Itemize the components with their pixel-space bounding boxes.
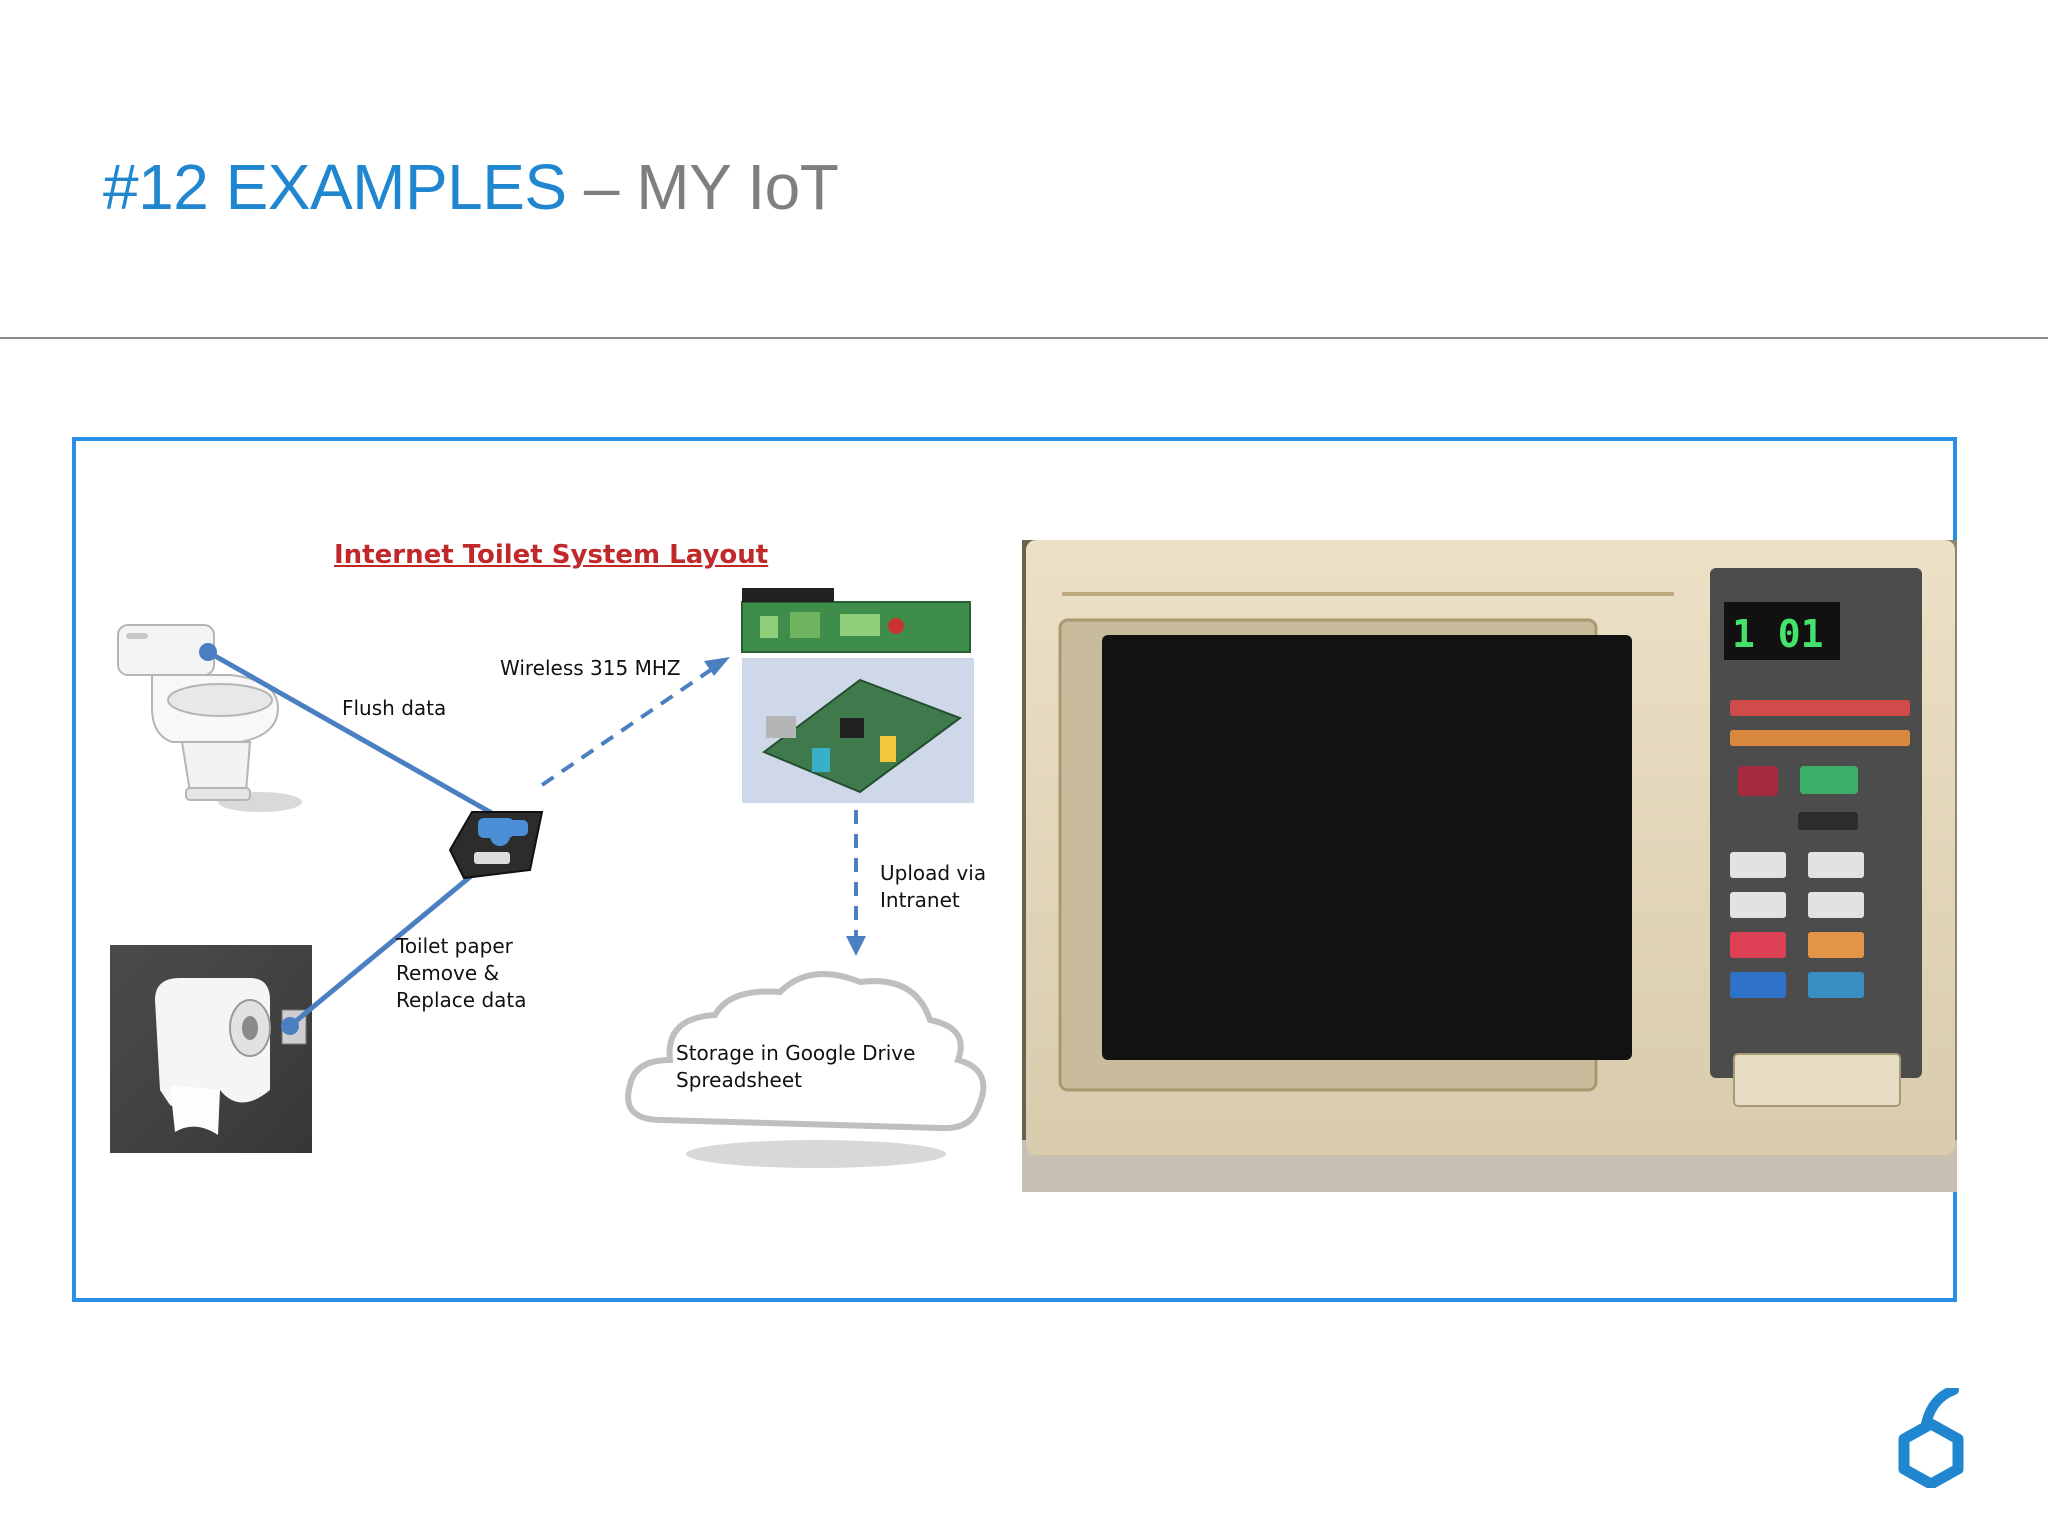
cloud-icon	[625, 971, 987, 1168]
sensor-device-icon	[448, 811, 544, 880]
microwave-keypad	[1730, 700, 1910, 998]
wireless-link-line	[540, 663, 720, 787]
upload-label: Upload via Intranet	[880, 861, 987, 912]
toilet-system-diagram: Internet Toilet System Layout Flush data…	[100, 530, 1020, 1170]
title-divider	[0, 337, 2048, 339]
slide-title-rest: – MY IoT	[566, 151, 839, 223]
microwave-photo: 1 01	[1022, 540, 1957, 1192]
toilet-paper-label: Toilet paper Remove & Replace data	[396, 934, 527, 1012]
diagram-title: Internet Toilet System Layout	[334, 540, 769, 570]
flush-data-label: Flush data	[342, 696, 447, 720]
flush-link-line	[206, 649, 506, 823]
paper-link-line	[288, 860, 490, 1028]
toilet-paper-icon	[110, 945, 312, 1153]
storage-label: Storage in Google Drive Spreadsheet	[676, 1041, 916, 1092]
microwave-display: 1 01	[1732, 612, 1824, 656]
circuit-board-icon	[741, 588, 974, 803]
brand-logo-icon	[1898, 1388, 1964, 1488]
slide-title-accent: #12 EXAMPLES	[103, 151, 567, 223]
slide-title: #12 EXAMPLES – MY IoT	[103, 150, 839, 224]
wireless-label: Wireless 315 MHZ	[500, 656, 681, 680]
